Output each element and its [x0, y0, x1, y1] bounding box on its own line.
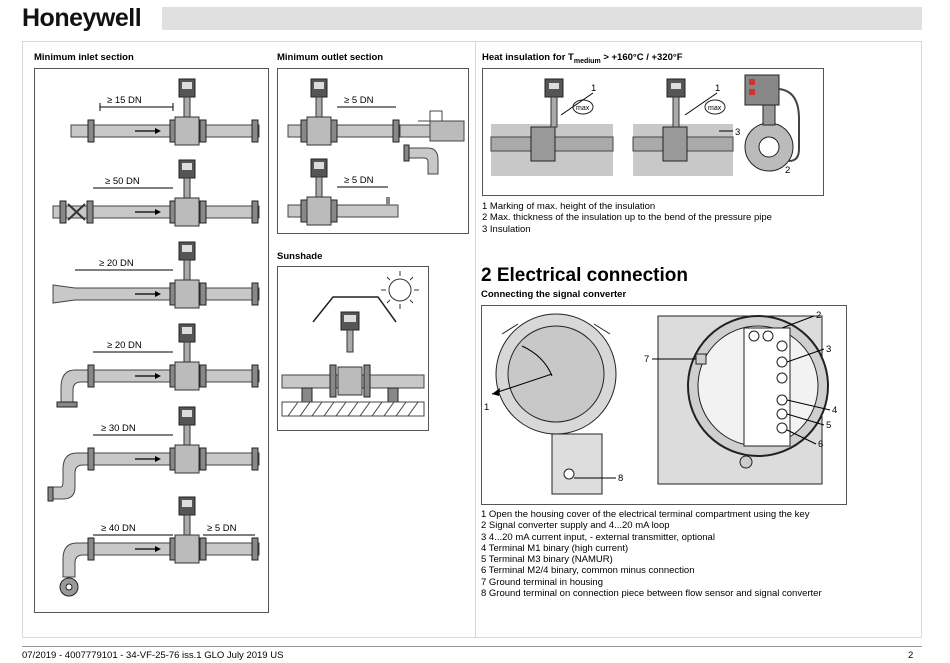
electrical-callout-6: 6: [818, 439, 823, 450]
frame-bottom-line: [22, 637, 922, 638]
inlet-distance-3: ≥ 20 DN: [99, 258, 134, 269]
outlet-diagram: ≥ 5 DN ≥ 5 DN: [287, 78, 465, 226]
insulation-captions: 1 Marking of max. height of the insulati…: [482, 201, 772, 235]
electrical-figure: 1 8 7 2 3 4 5 6: [481, 305, 847, 505]
insulation-max-label-2: max: [708, 105, 722, 112]
electrical-callout-1: 1: [484, 402, 489, 413]
electrical-captions: 1 Open the housing cover of the electric…: [481, 509, 822, 599]
electrical-callout-7: 7: [644, 354, 649, 365]
electrical-caption-7: 7 Ground terminal in housing: [481, 576, 603, 588]
inlet-diagram: ≥ 15 DN ≥ 50 DN ≥ 20 DN: [47, 78, 260, 597]
electrical-callout-8: 8: [618, 473, 623, 484]
electrical-caption-3: 3 4...20 mA current input, - external tr…: [481, 531, 715, 543]
insulation-max-label-1: max: [576, 105, 590, 112]
electrical-callout-2: 2: [816, 310, 821, 321]
inlet-distance-1: ≥ 15 DN: [107, 95, 142, 106]
insulation-caption-3: 3 Insulation: [482, 223, 531, 235]
electrical-caption-4: 4 Terminal M1 binary (high current): [481, 542, 629, 554]
outlet-distance-1: ≥ 5 DN: [344, 95, 374, 106]
electrical-diagram: 1 8 7 2 3 4 5 6: [484, 310, 837, 495]
electrical-callout-3: 3: [826, 344, 831, 355]
inlet-section-title: Minimum inlet section: [34, 52, 134, 63]
frame-left-line: [22, 41, 23, 638]
electrical-caption-6: 6 Terminal M2/4 binary, common minus con…: [481, 565, 695, 577]
electrical-caption-5: 5 Terminal M3 binary (NAMUR): [481, 554, 613, 566]
electrical-heading: 2 Electrical connection: [481, 265, 688, 286]
electrical-caption-8: 8 Ground terminal on connection piece be…: [481, 588, 822, 600]
sunshade-diagram: [281, 271, 425, 417]
insulation-section-title: Heat insulation for Tmedium > +160°C / +…: [482, 52, 683, 65]
honeywell-logo: Honeywell: [22, 4, 142, 32]
outlet-distance-2: ≥ 5 DN: [344, 175, 374, 186]
header-bar: [162, 7, 922, 30]
frame-top-line: [22, 41, 922, 42]
insulation-callout-2: 2: [785, 165, 790, 176]
insulation-callout-1b: 1: [715, 83, 720, 94]
insulation-caption-1: 1 Marking of max. height of the insulati…: [482, 201, 656, 212]
inlet-distance-6: ≥ 40 DN: [101, 523, 136, 534]
inlet-figure: ≥ 15 DN ≥ 50 DN ≥ 20 DN: [34, 68, 269, 613]
inlet-distance-5: ≥ 30 DN: [101, 423, 136, 434]
footer-document-info: 07/2019 - 4007779101 - 34-VF-25-76 iss.1…: [22, 650, 284, 661]
outlet-section-title: Minimum outlet section: [277, 52, 384, 63]
outlet-figure: ≥ 5 DN ≥ 5 DN: [277, 68, 469, 234]
electrical-callout-4: 4: [832, 405, 837, 416]
inlet-outlet-distance: ≥ 5 DN: [207, 523, 237, 534]
insulation-caption-2: 2 Max. thickness of the insulation up to…: [482, 212, 772, 224]
inlet-distance-2: ≥ 50 DN: [105, 176, 140, 187]
insulation-diagram: max 1 max 1 3 2: [490, 74, 800, 176]
column-divider: [475, 41, 476, 638]
electrical-callout-5: 5: [826, 420, 831, 431]
sunshade-section-title: Sunshade: [277, 251, 323, 262]
electrical-caption-2: 2 Signal converter supply and 4...20 mA …: [481, 520, 670, 532]
insulation-callout-1a: 1: [591, 83, 596, 94]
insulation-callout-3: 3: [735, 127, 740, 138]
frame-right-line: [921, 41, 922, 638]
footer-rule: [22, 646, 922, 647]
insulation-figure: max 1 max 1 3 2: [482, 68, 824, 196]
sunshade-figure: [277, 266, 429, 431]
electrical-caption-1: 1 Open the housing cover of the electric…: [481, 509, 810, 520]
footer-page-number: 2: [908, 650, 914, 661]
electrical-subheading: Connecting the signal converter: [481, 289, 627, 300]
inlet-distance-4: ≥ 20 DN: [107, 340, 142, 351]
